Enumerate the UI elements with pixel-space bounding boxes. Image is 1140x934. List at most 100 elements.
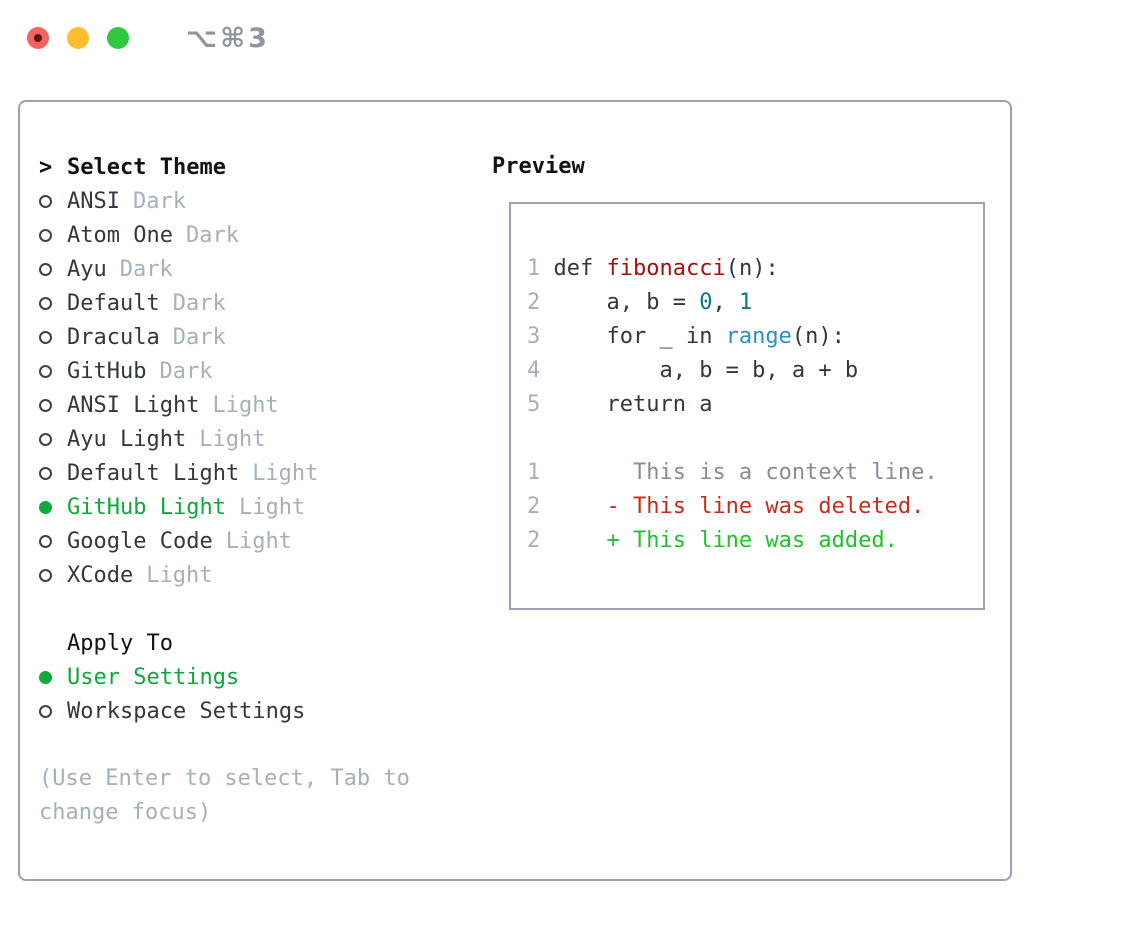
theme-option[interactable]: Google Code Light	[39, 524, 489, 558]
apply-option-label: User Settings	[67, 664, 240, 690]
apply-option[interactable]: User Settings	[39, 660, 489, 694]
select-theme-heading-row: > Select Theme	[39, 150, 489, 184]
apply-option[interactable]: Workspace Settings	[39, 694, 489, 728]
radio-icon	[39, 466, 52, 480]
code-segment-plain: return a	[553, 392, 713, 417]
theme-option[interactable]: GitHub Light Light	[39, 490, 489, 524]
code-segment-plain: (n):	[791, 324, 845, 349]
theme-variant-label: Dark	[172, 324, 226, 350]
code-segment-context: This is a context line.	[553, 460, 938, 485]
apply-to-heading: Apply To	[67, 630, 173, 656]
theme-variant-label: Light	[212, 392, 279, 418]
code-line: 3 for _ in range(n):	[527, 320, 983, 354]
code-segment-plain: (n):	[725, 256, 779, 281]
code-line: 1 This is a context line.	[527, 456, 983, 490]
theme-name-label: ANSI Light	[67, 392, 200, 418]
radio-icon	[39, 568, 52, 582]
line-number: 2	[527, 290, 554, 315]
code-segment-num: 0	[699, 290, 713, 315]
radio-icon	[39, 398, 52, 412]
close-button[interactable]	[27, 27, 49, 49]
radio-marker	[39, 704, 67, 718]
theme-variant-label: Light	[238, 494, 306, 520]
spacer	[39, 728, 489, 762]
window-title-shortcut: ⌥⌘3	[186, 22, 270, 54]
spacer	[39, 592, 489, 626]
theme-name-label: GitHub Light	[67, 494, 226, 520]
code-line: 5 return a	[527, 388, 983, 422]
code-segment-plain: a, b = b, a + b	[553, 358, 859, 383]
preview-heading: Preview	[492, 154, 585, 179]
line-number: 3	[527, 324, 554, 349]
line-number: 1	[527, 256, 554, 281]
theme-option[interactable]: Ayu Light Light	[39, 422, 489, 456]
radio-marker	[39, 568, 67, 582]
line-number: 2	[527, 528, 554, 553]
radio-marker	[39, 296, 67, 310]
theme-variant-label: Dark	[159, 358, 213, 384]
theme-name-label: ANSI	[67, 188, 120, 214]
minimize-button[interactable]	[67, 27, 89, 49]
radio-icon	[39, 534, 52, 548]
radio-icon	[39, 296, 52, 310]
radio-icon	[39, 704, 52, 718]
radio-selected-icon	[39, 500, 52, 514]
radio-icon	[39, 330, 52, 344]
code-segment-plain: a, b =	[553, 290, 700, 315]
theme-variant-label: Dark	[172, 290, 226, 316]
theme-name-label: Ayu	[67, 256, 107, 282]
theme-name-label: Ayu Light	[67, 426, 187, 452]
theme-option[interactable]: Atom One Dark	[39, 218, 489, 252]
theme-option[interactable]: Default Dark	[39, 286, 489, 320]
theme-option[interactable]: ANSI Light Light	[39, 388, 489, 422]
code-line: 2 a, b = 0, 1	[527, 286, 983, 320]
theme-name-label: Default	[67, 290, 160, 316]
line-number: 5	[527, 392, 554, 417]
theme-name-label: Default Light	[67, 460, 240, 486]
radio-marker	[39, 194, 67, 208]
theme-name-label: Google Code	[67, 528, 213, 554]
theme-variant-label: Light	[146, 562, 213, 588]
code-segment-num: 1	[738, 290, 753, 315]
code-line: 2 - This line was deleted.	[527, 490, 983, 524]
theme-name-label: GitHub	[67, 358, 147, 384]
radio-marker	[39, 466, 67, 480]
theme-variant-label: Dark	[185, 222, 239, 248]
apply-to-heading-row: Apply To	[39, 626, 489, 660]
theme-name-label: Atom One	[67, 222, 173, 248]
code-segment-added: + This line was added.	[553, 528, 898, 553]
code-segment-func: fibonacci	[606, 256, 726, 281]
cursor-icon: >	[39, 154, 53, 180]
theme-option[interactable]: XCode Light	[39, 558, 489, 592]
theme-variant-label: Light	[225, 528, 292, 554]
line-number: 1	[527, 460, 554, 485]
close-dot-icon	[34, 34, 42, 42]
code-line: 4 a, b = b, a + b	[527, 354, 983, 388]
theme-name-label: XCode	[67, 562, 134, 588]
code-line: 1 def fibonacci(n):	[527, 252, 983, 286]
maximize-button[interactable]	[107, 27, 129, 49]
code-segment-plain: for _ in	[553, 324, 726, 349]
radio-icon	[39, 228, 52, 242]
line-number: 4	[527, 358, 554, 383]
radio-icon	[39, 432, 52, 446]
radio-selected-icon	[39, 670, 52, 684]
code-segment-plain: def	[553, 256, 607, 281]
theme-name-label: Dracula	[67, 324, 160, 350]
line-number	[527, 426, 540, 451]
theme-option[interactable]: GitHub Dark	[39, 354, 489, 388]
radio-marker	[39, 534, 67, 548]
theme-option[interactable]: Dracula Dark	[39, 320, 489, 354]
radio-marker	[39, 228, 67, 242]
radio-marker	[39, 432, 67, 446]
theme-variant-label: Light	[199, 426, 266, 452]
